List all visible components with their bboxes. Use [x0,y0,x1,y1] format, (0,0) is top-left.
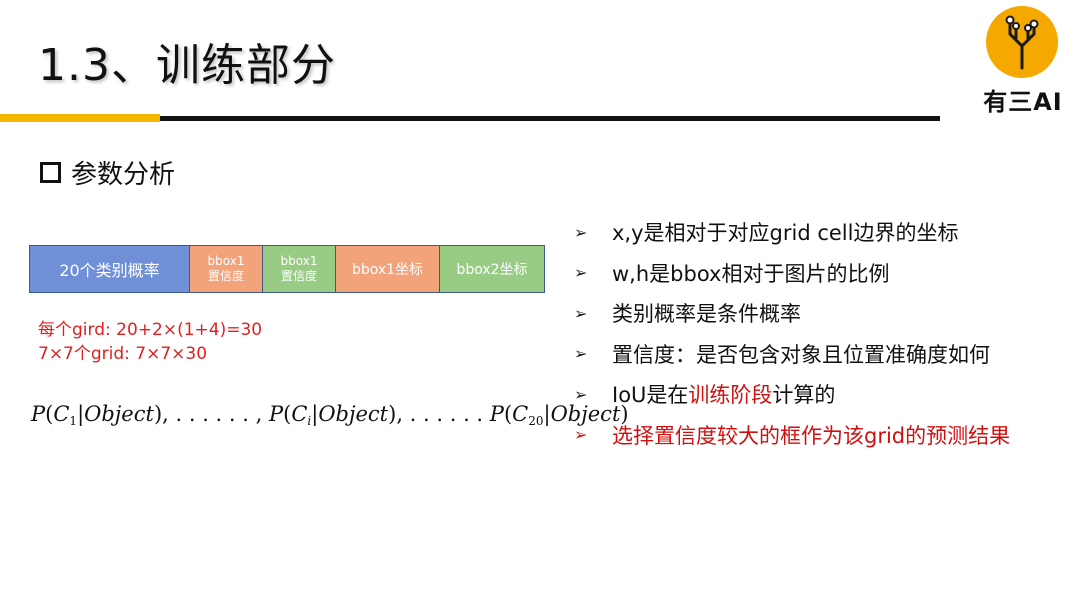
formula-subscript: 20 [528,414,544,428]
vector-cell-class-prob: 20个类别概率 [30,246,190,292]
list-item-text: 置信度：是否包含对象且位置准确度如何 [612,342,990,367]
vector-cell-label: 20个类别概率 [59,261,160,280]
conditional-probability-formula: P(C1|Object), . . . . . . , P(Ci|Object)… [31,402,629,428]
vector-cell-sublabel: 置信度 [280,269,317,283]
vector-cell-label: bbox1 [207,254,245,268]
grid-size-notes: 每个gird: 20+2×(1+4)=30 7×7个grid: 7×7×30 [38,318,262,366]
vector-cell-label: bbox1 [280,254,318,268]
vector-cell-label: bbox1坐标 [351,262,424,278]
arrow-bullet-icon: ➢ [574,425,588,445]
title-rule-accent [0,114,160,122]
formula-symbol: P [489,402,504,426]
vector-cell-label: bbox2坐标 [456,262,528,278]
list-item-text: 选择置信度较大的框作为该grid的预测结果 [612,423,1011,448]
list-item-text: x,y是相对于对应grid cell边界的坐标 [612,221,959,246]
circuit-fork-icon [986,6,1058,78]
arrow-bullet-icon: ➢ [574,384,588,404]
output-vector-diagram: 20个类别概率 bbox1 置信度 bbox1 置信度 bbox1坐标 bbox… [29,245,545,293]
vector-cell-bbox1-conf: bbox1 置信度 [190,246,263,292]
list-item-highlighted: ➢ 选择置信度较大的框作为该grid的预测结果 [574,415,1074,456]
list-item-text: IoU是在训练阶段计算的 [612,379,835,409]
arrow-bullet-icon: ➢ [574,303,588,323]
formula-subscript: 1 [69,414,78,428]
explanation-list: ➢ x,y是相对于对应grid cell边界的坐标 ➢ w,h是bbox相对于图… [574,212,1074,455]
section-heading: 参数分析 [40,152,175,192]
arrow-bullet-icon: ➢ [574,344,588,364]
formula-symbol: C [53,402,70,426]
arrow-bullet-icon: ➢ [574,263,588,283]
formula-symbol: P [268,402,284,426]
formula-ellipsis: , . . . . . . , [162,402,269,426]
list-item-text-pre: IoU是在 [612,383,689,408]
note-per-grid: 每个gird: 20+2×(1+4)=30 [38,320,263,340]
title-rule [160,116,940,121]
square-bullet-icon [40,161,61,183]
note-total-grid: 7×7个grid: 7×7×30 [38,344,208,364]
vector-cell-bbox2-conf: bbox1 置信度 [263,246,336,292]
list-item-text: 类别概率是条件概率 [612,302,801,327]
formula-subscript: i [307,414,312,428]
arrow-bullet-icon: ➢ [574,222,588,242]
formula-symbol: C [512,402,529,426]
slide-title: 1.3、训练部分 [38,40,336,91]
list-item: ➢ IoU是在训练阶段计算的 [574,374,1074,415]
vector-cell-sublabel: 置信度 [207,269,244,283]
formula-symbol: Object [318,402,389,426]
formula-symbol: Object [84,402,154,426]
formula-symbol: P [31,402,46,426]
list-item: ➢ x,y是相对于对应grid cell边界的坐标 [574,212,1074,253]
vector-cell-bbox1-coords: bbox1坐标 [336,246,440,292]
brand-logo-text: 有三AI [983,88,1063,116]
section-heading-label: 参数分析 [71,159,176,190]
formula-symbol: Object [550,402,621,426]
vector-cell-bbox2-coords: bbox2坐标 [440,246,544,292]
list-item: ➢ 置信度：是否包含对象且位置准确度如何 [574,334,1074,375]
formula-symbol: C [291,402,308,426]
list-item: ➢ w,h是bbox相对于图片的比例 [574,253,1074,294]
list-item-text-post: 计算的 [772,383,836,408]
list-item-highlight: 训练阶段 [688,383,773,408]
brand-logo: 有三AI [982,6,1064,116]
list-item-text: w,h是bbox相对于图片的比例 [612,261,890,286]
formula-ellipsis: , . . . . . . [396,402,490,426]
list-item: ➢ 类别概率是条件概率 [574,293,1074,334]
